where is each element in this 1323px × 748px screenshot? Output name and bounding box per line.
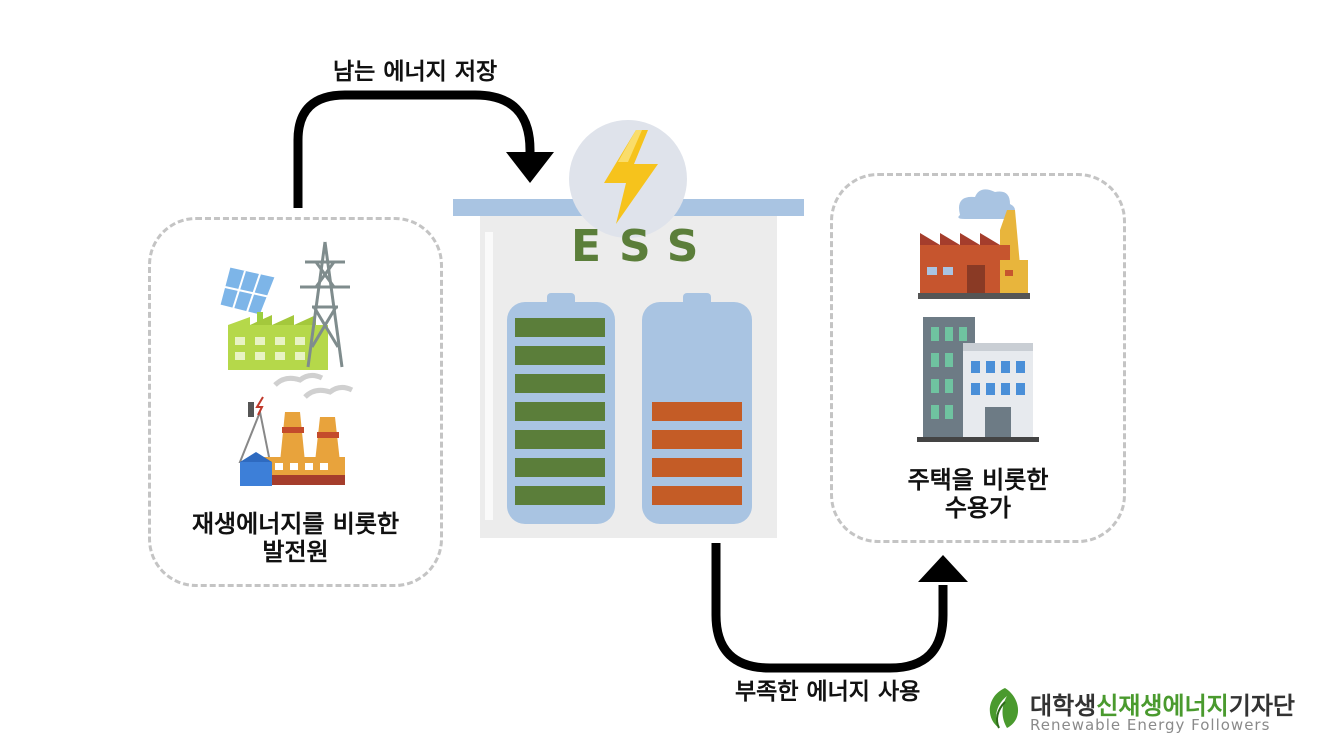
use-arrow-head: [918, 555, 968, 582]
full-battery-bar: [515, 486, 605, 505]
full-battery-bar: [515, 318, 605, 337]
ess-title: ESS: [571, 221, 717, 272]
power-plant-icon: [238, 372, 354, 486]
full-battery-bar: [515, 346, 605, 365]
source-box: [148, 217, 443, 587]
lightning-icon: [604, 130, 658, 224]
source-label-line1: 재생에너지를 비롯한: [191, 510, 400, 538]
source-label: 재생에너지를 비롯한 발전원: [148, 510, 443, 566]
partial-battery-bar: [652, 402, 742, 421]
logo-title-part1: 대학생: [1030, 692, 1097, 720]
use-arrow-path: [711, 543, 948, 673]
store-arrow-label: 남는 에너지 저장: [333, 59, 498, 85]
full-battery-bar: [515, 402, 605, 421]
logo-title: 대학생신재생에너지기자단: [1030, 686, 1295, 721]
consumer-label: 주택을 비롯한 수용가: [830, 466, 1126, 522]
full-battery-bar: [515, 430, 605, 449]
consumer-box: [830, 173, 1126, 543]
leaf-logo-icon: [989, 688, 1019, 729]
store-arrow-head: [506, 152, 554, 183]
store-arrow-path: [293, 90, 535, 208]
partial-battery-bar: [652, 430, 742, 449]
consumer-label-line2: 수용가: [944, 494, 1012, 522]
logo-subtitle: Renewable Energy Followers: [1030, 716, 1271, 734]
consumer-icons: [917, 189, 1039, 442]
office-building-icon: [917, 317, 1039, 442]
ess-side-highlight: [485, 232, 493, 520]
renewable-generation-icons: [220, 241, 354, 486]
logo-title-part2: 신재생에너지: [1096, 692, 1229, 720]
transmission-tower-icon: [300, 241, 350, 368]
partial-battery-bar: [652, 486, 742, 505]
solar-panel-icon: [220, 266, 276, 327]
consumer-label-line1: 주택을 비롯한: [907, 466, 1049, 494]
partial-battery-bar: [652, 458, 742, 477]
logo-title-part3: 기자단: [1228, 692, 1295, 720]
full-battery-bar: [515, 374, 605, 393]
full-battery-bar: [515, 458, 605, 477]
factory-icon: [918, 189, 1030, 299]
use-arrow-label: 부족한 에너지 사용: [735, 679, 921, 705]
source-label-line2: 발전원: [262, 538, 329, 566]
